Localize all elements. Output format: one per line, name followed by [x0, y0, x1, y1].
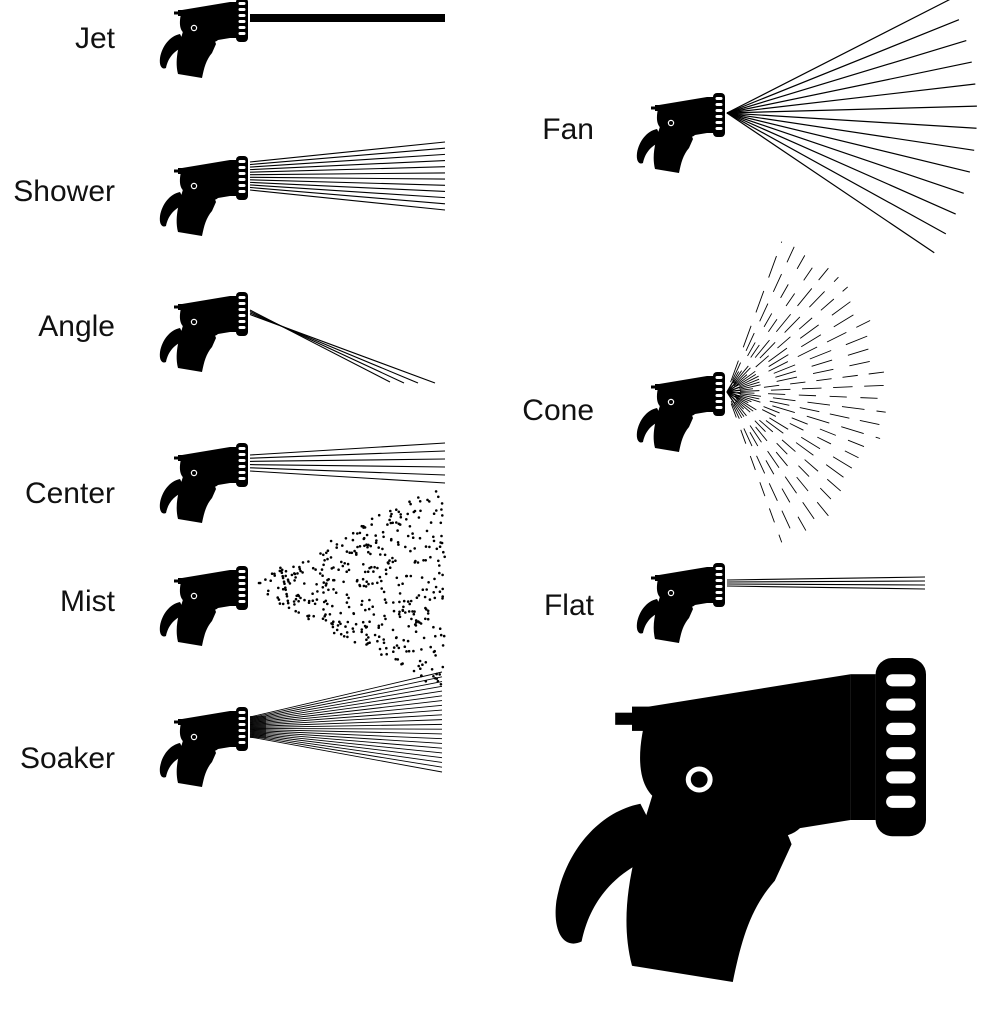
nozzle-label-flat: Flat	[544, 589, 595, 622]
spray-mist	[257, 490, 447, 686]
hose-nozzle-icon	[159, 707, 248, 787]
hose-nozzle-icon	[159, 443, 248, 523]
nozzle-soaker: Soaker	[20, 671, 443, 787]
hose-nozzle-icon	[636, 563, 725, 643]
nozzle-label-center: Center	[25, 477, 115, 510]
hose-nozzle-icon	[159, 566, 248, 646]
nozzle-cone: Cone	[522, 241, 887, 543]
nozzle-label-angle: Angle	[38, 310, 115, 343]
spray-angle	[249, 309, 436, 384]
nozzle-label-soaker: Soaker	[20, 742, 115, 775]
nozzle-fan: Fan	[542, 0, 977, 254]
spray-nozzle-icon	[555, 658, 926, 982]
nozzle-center: Center	[25, 442, 446, 523]
hose-nozzle-icon	[159, 156, 248, 236]
hose-nozzle-icon	[636, 372, 725, 452]
nozzle-flat: Flat	[544, 563, 926, 643]
nozzle-label-fan: Fan	[542, 113, 594, 146]
hose-nozzle-icon	[636, 93, 725, 173]
nozzle-label-jet: Jet	[75, 22, 116, 55]
nozzle-label-cone: Cone	[522, 394, 594, 427]
spray-soaker	[249, 671, 443, 773]
spray-cone	[726, 241, 887, 543]
spray-flat	[726, 576, 926, 590]
nozzle-label-mist: Mist	[60, 585, 116, 618]
nozzle-angle: Angle	[38, 292, 436, 384]
hose-nozzle-icon	[159, 0, 248, 78]
nozzle-mist: Mist	[60, 490, 447, 686]
nozzle-label-shower: Shower	[13, 175, 115, 208]
spray-center	[249, 442, 446, 484]
nozzle-shower: Shower	[13, 141, 446, 236]
hose-nozzle-icon	[159, 292, 248, 372]
spray-fan	[726, 0, 977, 254]
nozzle-jet: Jet	[75, 0, 445, 78]
spray-shower	[249, 141, 446, 211]
spray-jet	[250, 14, 445, 22]
